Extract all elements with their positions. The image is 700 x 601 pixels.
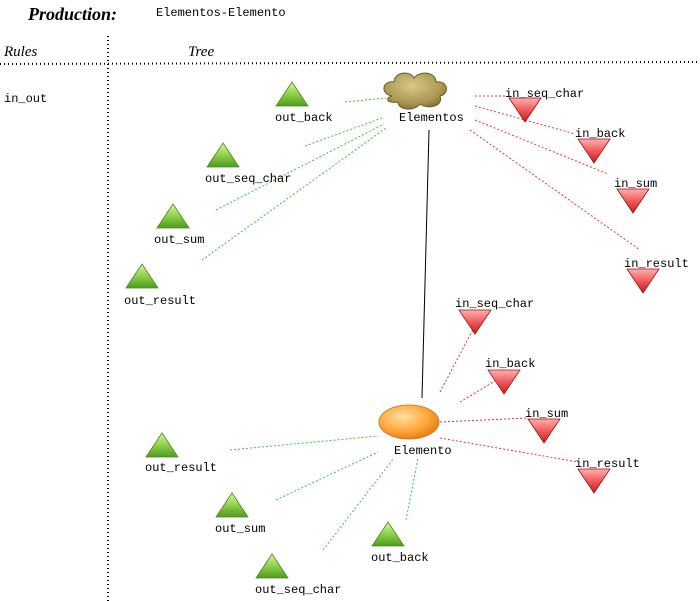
port-label: out_back (371, 551, 429, 565)
elementos-in-back[interactable]: in_back (575, 127, 625, 164)
elemento-out-seq-char[interactable]: out_seq_char (255, 553, 341, 597)
link-elementos-out-back (344, 97, 387, 103)
port-label: out_seq_char (205, 172, 291, 186)
elementos-out-seq-char[interactable]: out_seq_char (205, 142, 291, 186)
port-label: out_sum (215, 522, 265, 536)
elemento-in-result[interactable]: in_result (575, 457, 640, 494)
elemento-out-sum[interactable]: out_sum (215, 492, 265, 536)
link-elemento-out-sum (275, 451, 379, 501)
input-triangle-icon (616, 188, 650, 214)
input-triangle-icon (508, 97, 542, 123)
elementos-in-result[interactable]: in_result (624, 257, 689, 294)
elementos-out-sum[interactable]: out_sum (154, 203, 204, 247)
elemento-out-back[interactable]: out_back (371, 521, 429, 565)
output-triangle-icon (215, 492, 249, 518)
elementos-in-sum[interactable]: in_sum (614, 177, 657, 214)
tree-column-title: Tree (188, 44, 215, 60)
elementos-label: Elementos (399, 111, 464, 125)
input-triangle-icon (577, 138, 611, 164)
link-elementos-in-back (474, 105, 576, 135)
input-triangle-icon (577, 468, 611, 494)
production-label: Production: (28, 4, 118, 24)
port-label: out_sum (154, 233, 204, 247)
link-elementos-in-result (469, 129, 641, 251)
port-label: in_result (624, 257, 689, 271)
output-triangle-icon (156, 203, 190, 229)
port-label: out_result (145, 461, 217, 475)
port-label: in_sum (525, 407, 568, 421)
link-elemento-out-seq-char (322, 457, 395, 551)
output-triangle-icon (145, 432, 179, 458)
ellipse-icon (378, 404, 440, 440)
link-elementos-out-seq-char (304, 117, 383, 147)
input-triangle-icon (626, 268, 660, 294)
output-triangle-icon (206, 142, 240, 168)
elemento-in-sum[interactable]: in_sum (525, 407, 568, 444)
port-label: in_sum (614, 177, 657, 191)
elemento-label: Elemento (394, 444, 452, 458)
elementos-node[interactable]: Elementos (383, 72, 464, 125)
port-label: out_result (124, 294, 196, 308)
input-triangle-icon (487, 369, 521, 395)
rules-column-title: Rules (4, 44, 38, 60)
link-elementos-out-sum (215, 123, 385, 211)
elementos-out-back[interactable]: out_back (275, 81, 333, 125)
output-triangle-icon (125, 263, 159, 289)
tree-edge (421, 129, 430, 399)
port-label: in_back (575, 127, 625, 141)
elementos-out-result[interactable]: out_result (124, 263, 196, 308)
elemento-out-result[interactable]: out_result (145, 432, 217, 475)
production-name: Elementos-Elemento (156, 6, 286, 20)
input-triangle-icon (527, 418, 561, 444)
port-label: in_result (575, 457, 640, 471)
elemento-in-seq-char[interactable]: in_seq_char (455, 297, 534, 335)
elemento-in-back[interactable]: in_back (485, 357, 535, 395)
elemento-node[interactable]: Elemento (378, 404, 452, 458)
elementos-in-seq-char[interactable]: in_seq_char (505, 87, 584, 123)
link-elemento-in-seq-char (439, 319, 479, 393)
link-elemento-out-result (229, 435, 379, 451)
link-elementos-out-result (201, 127, 387, 261)
port-label: out_seq_char (255, 583, 341, 597)
link-elemento-in-sum (439, 417, 529, 423)
input-triangle-icon (458, 309, 492, 335)
cloud-icon (383, 72, 447, 110)
port-label: in_seq_char (505, 87, 584, 101)
output-triangle-icon (275, 81, 309, 107)
port-label: in_back (485, 357, 535, 371)
header-separator (0, 61, 700, 65)
rule-item-in-out[interactable]: in_out (4, 92, 48, 106)
output-triangle-icon (255, 553, 289, 579)
link-elemento-out-back (405, 457, 419, 521)
port-label: in_seq_char (455, 297, 534, 311)
link-elemento-in-result (439, 437, 579, 463)
port-label: out_back (275, 111, 333, 125)
output-triangle-icon (371, 521, 405, 547)
link-elemento-in-back (459, 377, 501, 403)
